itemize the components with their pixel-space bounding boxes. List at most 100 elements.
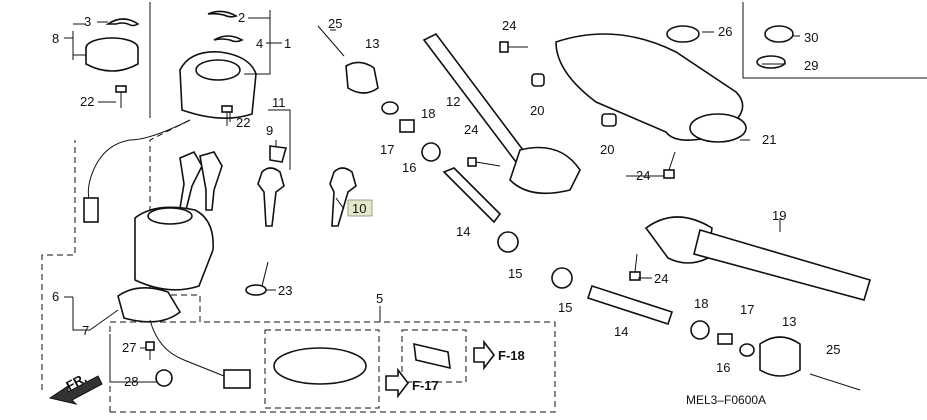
connector-bottom xyxy=(223,369,251,389)
callout-24-mid: 24 xyxy=(464,122,478,137)
callout-28: 28 xyxy=(124,374,138,389)
bushing-18-upper xyxy=(421,142,441,162)
left-handlebar xyxy=(422,32,581,195)
front-arrow: FR. xyxy=(48,370,103,405)
callout-10-highlight xyxy=(347,199,373,217)
callout-21: 21 xyxy=(762,132,776,147)
pin-14-upper xyxy=(442,167,502,224)
callout-15-lower: 15 xyxy=(558,300,572,315)
callout-18-upper: 18 xyxy=(421,106,435,121)
callout-19: 19 xyxy=(772,208,786,223)
weight-13-lower xyxy=(759,336,801,377)
bushing-15-lower xyxy=(551,267,573,289)
callout-24-lower: 24 xyxy=(654,271,668,286)
clip-ring-2 xyxy=(207,10,238,18)
callout-18-lower: 18 xyxy=(694,296,708,311)
sensor-7 xyxy=(117,287,182,323)
callout-20-left: 20 xyxy=(530,103,544,118)
bolt-22-left xyxy=(115,85,127,108)
handlebar-tube-12 xyxy=(422,32,528,164)
bolt-27 xyxy=(145,341,155,360)
washer-29 xyxy=(756,55,786,69)
bolt-22-right xyxy=(221,105,233,126)
callout-26: 26 xyxy=(718,24,732,39)
bolt-24-mid xyxy=(467,157,501,167)
fuel-cap xyxy=(273,347,367,385)
callout-2: 2 xyxy=(238,10,245,25)
nut-30 xyxy=(764,25,794,43)
weight-group-lower xyxy=(551,267,861,391)
callout-27: 27 xyxy=(122,340,136,355)
callouts: 3 8 22 2 4 1 22 11 9 10 25 13 17 18 16 1… xyxy=(52,10,840,389)
callout-24-right: 24 xyxy=(636,168,650,183)
bolt-24-top xyxy=(499,41,528,53)
callout-30: 30 xyxy=(804,30,818,45)
callout-9: 9 xyxy=(266,123,273,138)
connector-left xyxy=(83,197,99,223)
fuel-cap-inset xyxy=(264,329,496,409)
callout-6: 6 xyxy=(52,289,59,304)
right-handlebar xyxy=(629,216,871,301)
leader-lines xyxy=(64,10,800,383)
callout-13-upper: 13 xyxy=(365,36,379,51)
cap-20-left xyxy=(531,73,545,87)
handlebar-clamp-12 xyxy=(509,146,581,195)
reference-f17[interactable]: F-17 xyxy=(412,378,439,393)
bolt-24-right xyxy=(663,151,676,179)
callout-3: 3 xyxy=(84,14,91,29)
reference-f18[interactable]: F-18 xyxy=(498,348,525,363)
switch-wire-harness xyxy=(87,119,191,211)
screw-25-lower xyxy=(809,373,861,391)
callout-14-lower: 14 xyxy=(614,324,628,339)
nut-26 xyxy=(666,25,700,43)
key-blank-10 xyxy=(329,167,357,227)
cap-20-right xyxy=(601,113,617,127)
callout-17-upper: 17 xyxy=(380,142,394,157)
callout-25-lower: 25 xyxy=(826,342,840,357)
callout-1: 1 xyxy=(284,36,291,51)
callout-10: 10 xyxy=(352,201,366,216)
arrow-f18 xyxy=(473,339,496,371)
bolt-24-lower xyxy=(629,253,641,281)
callout-12: 12 xyxy=(446,94,460,109)
clip-16-lower xyxy=(717,333,733,345)
ignition-switch-group xyxy=(83,10,269,389)
clamp-28 xyxy=(155,369,173,387)
handlebar-tube-19 xyxy=(693,228,871,301)
callout-25-upper: 25 xyxy=(328,16,342,31)
clip-ring-3 xyxy=(105,18,140,27)
callout-11: 11 xyxy=(272,95,286,110)
callout-14-upper: 14 xyxy=(456,224,470,239)
key-set xyxy=(179,150,223,212)
callout-22-right: 22 xyxy=(236,115,250,130)
key-cap-9 xyxy=(269,145,288,163)
callout-23: 23 xyxy=(278,283,292,298)
callout-16-upper: 16 xyxy=(402,160,416,175)
key-blank-11 xyxy=(257,167,285,227)
clip-ring-4 xyxy=(213,35,244,43)
bolt-23 xyxy=(245,261,269,296)
screw-25-upper xyxy=(317,25,345,57)
washer-17-upper xyxy=(381,101,399,115)
callout-8: 8 xyxy=(52,31,59,46)
washer-17-lower xyxy=(739,343,755,357)
callout-7: 7 xyxy=(82,323,89,338)
diagram-code: MEL3–F0600A xyxy=(686,393,766,407)
clip-16-upper xyxy=(399,119,415,133)
callout-29: 29 xyxy=(804,58,818,73)
boundary-lines xyxy=(41,2,927,413)
callout-15-upper: 15 xyxy=(508,266,522,281)
inset-fuel-cap-frame xyxy=(264,329,380,409)
callout-24-top: 24 xyxy=(502,18,516,33)
weight-group-upper xyxy=(317,25,519,253)
seat-lock-cylinder xyxy=(413,342,451,370)
weight-13-upper xyxy=(345,61,379,94)
inset-lock-frame xyxy=(401,329,467,383)
pin-14-lower xyxy=(586,284,674,326)
arrow-f17 xyxy=(385,367,410,399)
bushing-18-lower xyxy=(690,320,710,340)
callout-22-left: 22 xyxy=(80,94,94,109)
callout-20-right: 20 xyxy=(600,142,614,157)
callout-5: 5 xyxy=(376,291,383,306)
